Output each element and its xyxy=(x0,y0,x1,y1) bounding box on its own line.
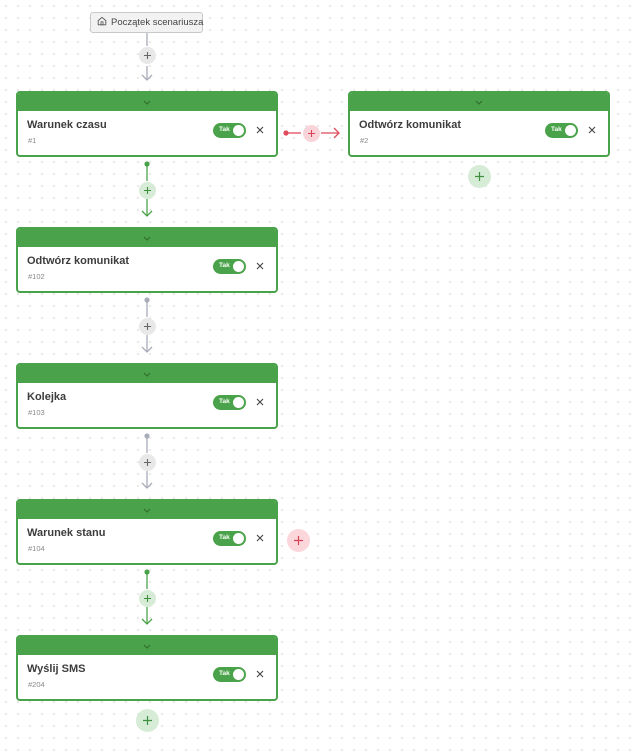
arrow-down-icon xyxy=(141,482,153,489)
scenario-node[interactable]: Odtwórz komunikat #2 Tak xyxy=(348,91,610,157)
node-id: #102 xyxy=(28,272,45,281)
toggle-label: Tak xyxy=(219,398,230,405)
node-enabled-toggle[interactable]: Tak xyxy=(213,667,246,682)
node-id: #104 xyxy=(28,544,45,553)
toggle-knob xyxy=(233,397,244,408)
arrow-right-icon xyxy=(333,127,340,139)
plus-icon xyxy=(144,323,151,330)
plus-icon xyxy=(294,536,303,545)
node-collapse-toggle[interactable] xyxy=(18,365,276,383)
plus-icon xyxy=(308,130,315,137)
node-enabled-toggle[interactable]: Tak xyxy=(213,123,246,138)
plus-icon xyxy=(144,459,151,466)
add-next-step-button[interactable] xyxy=(468,165,491,188)
node-collapse-toggle[interactable] xyxy=(18,229,276,247)
chevron-down-icon xyxy=(475,100,483,105)
close-icon[interactable] xyxy=(255,261,265,271)
close-icon[interactable] xyxy=(587,125,597,135)
add-step-button[interactable] xyxy=(139,47,156,64)
add-step-button[interactable] xyxy=(139,318,156,335)
close-icon[interactable] xyxy=(255,669,265,679)
node-enabled-toggle[interactable]: Tak xyxy=(545,123,578,138)
node-collapse-toggle[interactable] xyxy=(18,93,276,111)
home-icon xyxy=(97,16,107,29)
chevron-down-icon xyxy=(143,100,151,105)
toggle-label: Tak xyxy=(219,126,230,133)
scenario-node[interactable]: Odtwórz komunikat #102 Tak xyxy=(16,227,278,293)
toggle-label: Tak xyxy=(551,126,562,133)
chevron-down-icon xyxy=(143,372,151,377)
scenario-start[interactable]: Początek scenariusza xyxy=(90,12,203,33)
node-title: Odtwórz komunikat xyxy=(359,119,462,131)
node-title: Warunek stanu xyxy=(27,527,106,539)
node-title: Kolejka xyxy=(27,391,67,403)
scenario-node[interactable]: Warunek czasu #1 Tak xyxy=(16,91,278,157)
toggle-knob xyxy=(565,125,576,136)
close-icon[interactable] xyxy=(255,397,265,407)
node-enabled-toggle[interactable]: Tak xyxy=(213,259,246,274)
node-title: Warunek czasu xyxy=(27,119,107,131)
scenario-node[interactable]: Kolejka #103 Tak xyxy=(16,363,278,429)
scenario-node[interactable]: Warunek stanu #104 Tak xyxy=(16,499,278,565)
plus-icon xyxy=(475,172,484,181)
toggle-label: Tak xyxy=(219,534,230,541)
toggle-knob xyxy=(233,125,244,136)
add-step-button[interactable] xyxy=(139,590,156,607)
toggle-label: Tak xyxy=(219,262,230,269)
chevron-down-icon xyxy=(143,644,151,649)
node-id: #2 xyxy=(360,136,369,145)
plus-icon xyxy=(144,187,151,194)
node-collapse-toggle[interactable] xyxy=(18,501,276,519)
chevron-down-icon xyxy=(143,508,151,513)
add-next-step-button[interactable] xyxy=(136,709,159,732)
node-enabled-toggle[interactable]: Tak xyxy=(213,531,246,546)
plus-icon xyxy=(144,52,151,59)
arrow-down-icon xyxy=(141,618,153,625)
add-step-button[interactable] xyxy=(139,182,156,199)
node-title: Wyślij SMS xyxy=(27,663,86,675)
toggle-knob xyxy=(233,261,244,272)
toggle-knob xyxy=(233,533,244,544)
add-step-button-false-branch[interactable] xyxy=(303,125,320,142)
node-collapse-toggle[interactable] xyxy=(18,637,276,655)
scenario-start-label: Początek scenariusza xyxy=(111,17,204,28)
arrow-down-icon xyxy=(141,210,153,217)
chevron-down-icon xyxy=(143,236,151,241)
node-enabled-toggle[interactable]: Tak xyxy=(213,395,246,410)
arrow-down-icon xyxy=(141,74,153,81)
close-icon[interactable] xyxy=(255,533,265,543)
node-collapse-toggle[interactable] xyxy=(350,93,608,111)
plus-icon xyxy=(144,595,151,602)
add-step-button[interactable] xyxy=(139,454,156,471)
close-icon[interactable] xyxy=(255,125,265,135)
arrow-down-icon xyxy=(141,346,153,353)
plus-icon xyxy=(143,716,152,725)
toggle-label: Tak xyxy=(219,670,230,677)
node-id: #1 xyxy=(28,136,37,145)
add-false-branch-button[interactable] xyxy=(287,529,310,552)
node-id: #103 xyxy=(28,408,45,417)
toggle-knob xyxy=(233,669,244,680)
node-title: Odtwórz komunikat xyxy=(27,255,130,267)
scenario-node[interactable]: Wyślij SMS #204 Tak xyxy=(16,635,278,701)
node-id: #204 xyxy=(28,680,45,689)
